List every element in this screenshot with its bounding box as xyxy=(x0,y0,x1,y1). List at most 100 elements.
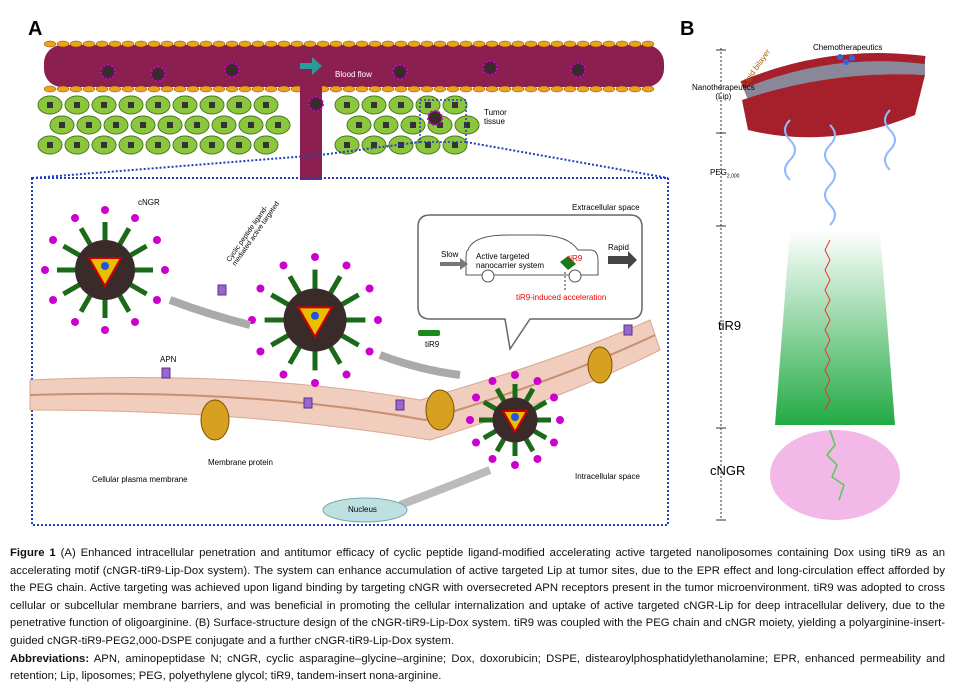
endothelial-cell xyxy=(238,40,252,48)
endothelial-cell xyxy=(277,40,291,48)
nanotherapeutics-label: Nanotherapeutics (Lip) xyxy=(692,83,755,101)
cngr-ligand xyxy=(511,371,519,379)
cngr-ligand xyxy=(374,316,382,324)
tumor-tissue-label: Tumor tissue xyxy=(484,108,507,126)
tumor-cells xyxy=(37,95,480,155)
extracellular-label: Extracellular space xyxy=(572,203,640,212)
endothelial-cell xyxy=(355,85,369,93)
endothelial-cell xyxy=(69,40,83,48)
tir9-rod-label: tiR9 xyxy=(425,340,440,349)
cngr-ligand xyxy=(365,284,374,293)
car-text: Active targeted nanocarrier system xyxy=(476,252,545,270)
endothelial-cell xyxy=(56,85,70,93)
figure-label: Figure 1 xyxy=(10,547,56,559)
membrane-protein xyxy=(425,389,455,431)
endothelial-cell xyxy=(537,85,551,93)
endothelial-cell xyxy=(173,85,187,93)
plasma-membrane-label: Cellular plasma membrane xyxy=(92,475,188,484)
endothelial-cell xyxy=(615,40,629,48)
arrow xyxy=(168,296,251,329)
cngr-label: cNGR xyxy=(138,198,160,207)
cngr-ligand xyxy=(131,317,139,326)
endothelial-cell xyxy=(589,40,603,48)
cngr-ligand xyxy=(549,438,558,447)
cngr-ligand xyxy=(131,214,139,223)
endothelial-cell xyxy=(212,40,226,48)
cngr-ligand xyxy=(256,347,265,356)
tir9-icon xyxy=(560,256,576,270)
endothelial-cell xyxy=(95,85,109,93)
endothelial-cell xyxy=(225,85,239,93)
endothelial-cell xyxy=(329,40,343,48)
cngr-ligand xyxy=(472,438,481,447)
endothelial-cell xyxy=(368,85,382,93)
cngr-ligand xyxy=(279,261,288,270)
circulating-nanoparticles xyxy=(100,60,586,126)
endothelial-cell xyxy=(511,40,525,48)
cngr-b-label: cNGR xyxy=(710,463,746,478)
blood-vessel xyxy=(44,45,664,87)
dox-icon xyxy=(311,311,319,320)
nanoparticle xyxy=(570,62,586,78)
cngr-structure xyxy=(825,429,845,501)
endothelial-cell xyxy=(290,40,304,48)
apn-receptor xyxy=(623,324,633,336)
cngr-oval xyxy=(770,430,900,520)
acceleration-label: tiR9-induced acceleration xyxy=(516,293,607,302)
cngr-ligand xyxy=(533,454,542,463)
endothelial-cell xyxy=(407,40,421,48)
dox-icon xyxy=(101,262,109,270)
tir9-label: tiR9 xyxy=(718,318,742,333)
slow-label: Slow xyxy=(441,250,459,259)
panel-a-illustration: /* placeholder */ xyxy=(29,40,669,526)
endothelial-cell xyxy=(264,85,278,93)
vessel-branch xyxy=(300,80,322,180)
endothelial-cell xyxy=(576,40,590,48)
endothelial-cell xyxy=(615,85,629,93)
endothelial-cell xyxy=(524,40,538,48)
endothelial-cell xyxy=(602,40,616,48)
endothelial-cell xyxy=(576,85,590,93)
endothelial-cell xyxy=(498,40,512,48)
endothelial-cell xyxy=(56,40,70,48)
endothelial-cell xyxy=(472,85,486,93)
endothelial-cell xyxy=(433,40,447,48)
apn-receptor xyxy=(217,284,227,296)
rapid-label: Rapid xyxy=(608,243,629,252)
endothelial-cell xyxy=(381,40,395,48)
cngr-ligand xyxy=(342,261,351,270)
endothelial-cell xyxy=(277,85,291,93)
endothelial-cell xyxy=(173,40,187,48)
membrane-protein xyxy=(200,399,230,441)
endothelial-cell xyxy=(563,85,577,93)
endothelial-cell xyxy=(550,40,564,48)
cngr-ligand xyxy=(311,379,319,387)
endothelial-cell xyxy=(121,40,135,48)
chemotherapeutics-label: Chemotherapeutics xyxy=(813,43,883,52)
endothelial-cell xyxy=(82,85,96,93)
dox-icon xyxy=(511,413,519,421)
endothelial-cell xyxy=(498,85,512,93)
endothelial-cell xyxy=(342,40,356,48)
endothelial-cell xyxy=(342,85,356,93)
cngr-ligand xyxy=(533,377,542,386)
endothelial-cell xyxy=(82,40,96,48)
peg-chains xyxy=(784,109,896,226)
endothelial-cell xyxy=(264,40,278,48)
nanoparticle xyxy=(427,110,443,126)
cngr-ligand xyxy=(556,416,564,424)
endothelial-cell xyxy=(550,85,564,93)
endothelial-cell xyxy=(420,85,434,93)
nucleus xyxy=(322,497,408,523)
rapid-arrow-icon xyxy=(608,251,637,269)
endothelial-cell xyxy=(524,85,538,93)
blood-flow-arrow-icon xyxy=(300,57,322,75)
endothelial-cell xyxy=(225,40,239,48)
cngr-ligand xyxy=(472,393,481,402)
endothelial-cell xyxy=(160,40,174,48)
endothelial-cell xyxy=(628,85,642,93)
nanoparticle xyxy=(100,64,116,80)
endothelial-cell xyxy=(420,40,434,48)
endothelial-cell xyxy=(472,40,486,48)
membrane-protein-label: Membrane protein xyxy=(208,458,273,467)
